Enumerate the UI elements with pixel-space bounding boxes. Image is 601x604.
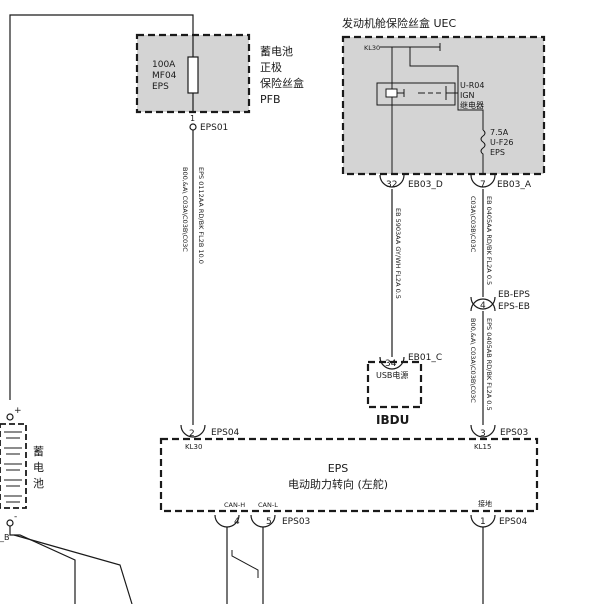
pfb-fuse-symbol [187, 56, 199, 94]
eps03-top-label: EPS03 [500, 428, 528, 438]
battery-box [0, 423, 27, 509]
uec-title: 发动机舱保险丝盒 UEC [342, 16, 456, 30]
eb03d-label: EB03_D [408, 180, 443, 190]
uec-fuse-id: U-F26 [490, 138, 514, 147]
eps01-label: EPS01 [200, 123, 228, 133]
relay-box [376, 82, 456, 106]
uec-fuse-box: KL30 U-R04 IGN 继电器 7.5A U-F26 EPS [341, 35, 546, 176]
relay-name: IGN [460, 91, 475, 100]
pfb-title-4: PFB [260, 93, 281, 106]
pfb-title-2: 正极 [260, 60, 282, 74]
battery-minus: - [14, 512, 17, 522]
eps04-top-sub: KL30 [185, 443, 202, 451]
uec-box-border [341, 35, 546, 176]
can-h-label: CAN-H [224, 501, 245, 509]
pfb-title-3: 保险丝盒 [260, 76, 304, 90]
battery-cells [4, 431, 22, 503]
wire1-options: B00,&A\ C03A\C03B\C03C [181, 167, 189, 252]
eps-module-desc: 电动助力转向 (左舵) [288, 477, 388, 491]
battery-ground-wire-2 [13, 534, 133, 604]
ebeps-label-2: EPS-EB [498, 302, 530, 312]
battery-label-3: 池 [33, 477, 44, 490]
relay-desc: 继电器 [460, 100, 484, 110]
eps-module-name: EPS [328, 462, 349, 475]
ibdu-box [366, 360, 423, 409]
ebeps-pin: 4 [480, 301, 486, 311]
ground-label: 接地 [478, 499, 492, 508]
wire2-spec: EB 5903AA GY/WH FL2A 0.5 [394, 208, 402, 299]
eps04-top-label: EPS04 [211, 428, 240, 438]
battery-plus-terminal [6, 413, 14, 421]
battery: + 蓄 电 池 - _B [0, 406, 133, 604]
ebeps-connector-top [470, 296, 496, 310]
pfb-pin: 1 [190, 114, 195, 123]
eps04-bot-label: EPS04 [499, 517, 528, 527]
eb03a-connector [470, 174, 496, 188]
eb03d-connector [379, 174, 405, 188]
eps03-bot-pin-4: 4 [234, 517, 240, 527]
eb03d-pin: 32 [386, 180, 397, 190]
battery-label-1: 蓄 [33, 445, 44, 458]
uec-kl30: KL30 [364, 44, 380, 52]
uec-fuse-symbol [480, 129, 486, 175]
battery-label-2: 电 [33, 461, 44, 474]
eps03-top-pin: 3 [480, 429, 486, 439]
can-l-label: CAN-L [258, 501, 278, 509]
battery-minus-terminal [6, 519, 14, 527]
wire4-spec: EPS 0405AB RD/BK FL2A 0.5 [485, 318, 493, 411]
uec-fuse-amp: 7.5A [490, 128, 509, 137]
eb03a-label: EB03_A [497, 180, 532, 190]
wire4-options: B00,&A\ C03A\C03B\C03C [469, 318, 477, 403]
pfb-fuse-amp: 100A [152, 60, 176, 70]
pfb-fuse-name: EPS [152, 82, 169, 92]
battery-ground-wire-1 [9, 526, 76, 604]
battery-b-label: _B [0, 533, 10, 542]
battery-plus: + [14, 406, 22, 416]
eps-module-box [159, 437, 539, 513]
wire1-spec: EPS 0112AA RD/BK FL2B 10.0 [197, 167, 205, 264]
pfb-fuse-id: MF04 [152, 71, 177, 81]
wire3-spec: EB 0405AA RD/BK FL2A 0.5 [485, 196, 493, 285]
pfb-fuse-box: 100A MF04 EPS [135, 33, 251, 114]
eps04-bot-pin: 1 [480, 517, 486, 527]
eb03a-pin: 7 [480, 180, 486, 190]
wire3-options: C03A\C03B\C03C [469, 196, 477, 253]
uec-wire-relay-out [457, 66, 484, 130]
eb01c-label: EB01_C [408, 353, 442, 363]
eb01c-pin: 34 [385, 359, 397, 369]
relay-coil [385, 88, 398, 98]
eps03-top-connector [470, 424, 496, 438]
battery-feed-wire [9, 14, 194, 400]
ebeps-connector-bottom [470, 298, 496, 312]
relay-id: U-R04 [460, 81, 484, 90]
uec-fuse-name: EPS [490, 148, 505, 157]
ibdu-name: IBDU [376, 413, 409, 427]
pfb-title-1: 蓄电池 [260, 45, 293, 58]
eps04-top-connector [180, 424, 206, 438]
eps01-connector [189, 123, 197, 131]
ibdu-inner: USB电源 [376, 370, 408, 380]
uec-wire-relay-in [409, 47, 458, 67]
eps03-top-sub: KL15 [474, 443, 491, 451]
can-twist-mark [231, 550, 259, 578]
eps03-bot-label: EPS03 [282, 517, 310, 527]
ebeps-label-1: EB-EPS [498, 290, 530, 300]
eps04-top-pin: 2 [189, 429, 195, 439]
eps03-bot-pin-5: 5 [266, 517, 272, 527]
